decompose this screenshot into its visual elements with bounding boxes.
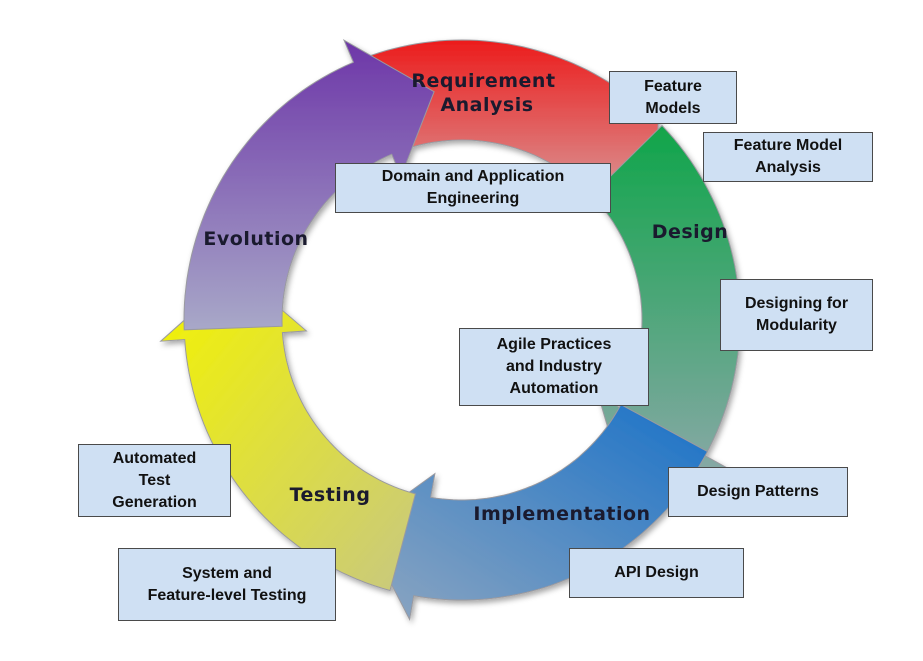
phase-requirement-analysis: Requirement Analysis: [411, 70, 562, 116]
system-feature-testing-box: System and Feature-level Testing: [118, 548, 336, 621]
feature-model-analysis-box: Feature Model Analysis: [703, 132, 873, 182]
agile-practices-box: Agile Practices and Industry Automation: [459, 328, 649, 406]
phase-design: Design: [652, 221, 729, 243]
feature-models-box: Feature Models: [609, 71, 737, 124]
automated-test-generation-box: Automated Test Generation: [78, 444, 231, 517]
phase-requirement-line-2: Analysis: [440, 94, 533, 116]
designing-for-modularity-box: Designing for Modularity: [720, 279, 873, 351]
api-design-box: API Design: [569, 548, 744, 598]
evolution-arrow: [183, 39, 435, 331]
phase-implementation: Implementation: [473, 503, 650, 525]
phase-requirement-line-1: Requirement: [411, 70, 555, 92]
design-patterns-box: Design Patterns: [668, 467, 848, 517]
domain-application-engineering-box: Domain and Application Engineering: [335, 163, 611, 213]
phase-testing: Testing: [290, 484, 371, 506]
phase-evolution: Evolution: [203, 228, 308, 250]
